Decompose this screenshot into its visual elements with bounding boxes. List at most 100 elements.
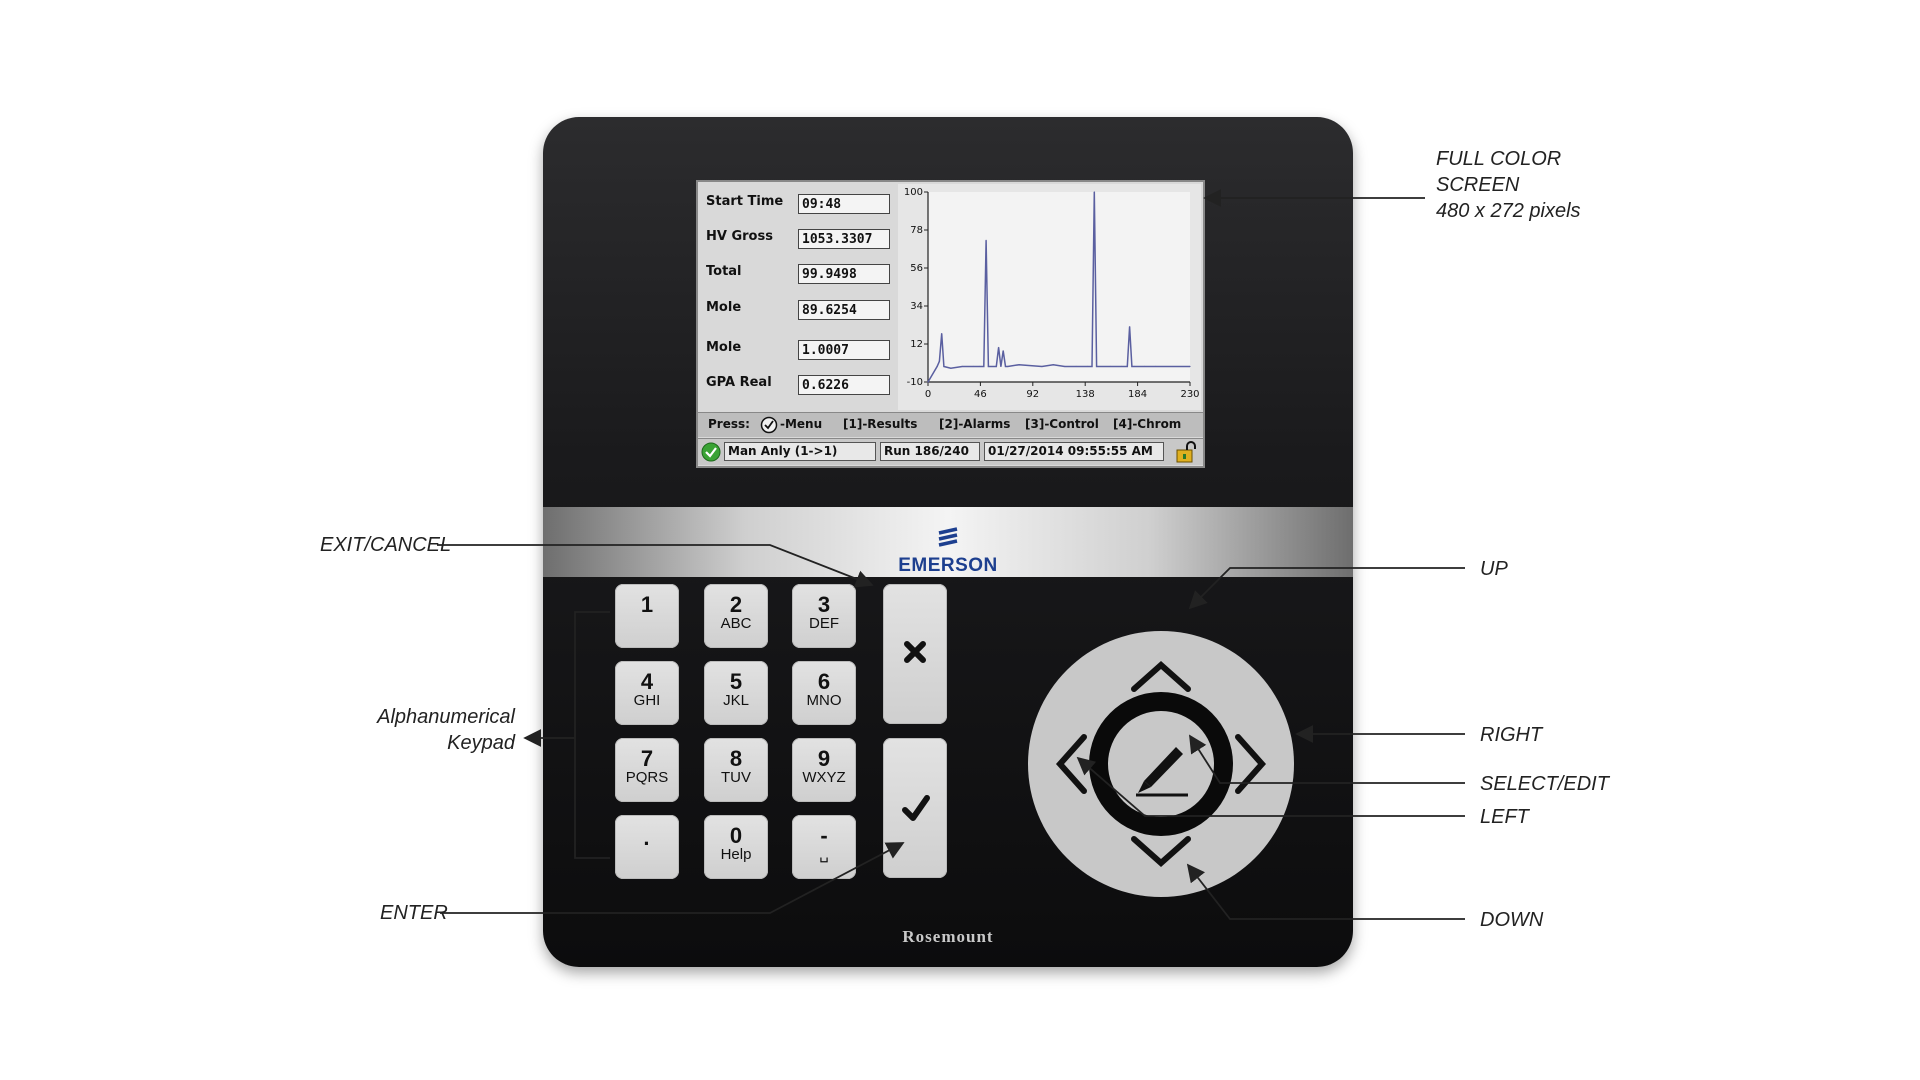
y-tick-label: 12 (910, 339, 923, 350)
chromatogram-point (1007, 365, 1009, 368)
field-label: Mole (706, 300, 742, 315)
key-main: · (643, 831, 651, 856)
key-sub: DEF (809, 615, 839, 632)
chromatogram-point (936, 365, 938, 368)
key-main: 9 (817, 746, 831, 771)
chromatogram-point (1131, 365, 1133, 368)
emerson-logo: EMERSON (888, 527, 1008, 577)
chromatogram-point (941, 333, 943, 335)
chromatogram-point (1052, 364, 1054, 366)
press-menu: -Menu (780, 417, 823, 431)
emerson-mark-icon (938, 527, 958, 547)
leader-enter (440, 842, 905, 914)
y-tick-label: 100 (904, 187, 923, 198)
leader-keypad-bracket (574, 611, 610, 859)
callout-down: DOWN (1480, 909, 1544, 931)
chromatogram-point (950, 367, 952, 369)
check-icon (902, 795, 930, 821)
chromatogram-point (1109, 365, 1111, 368)
navigation-pad (1028, 631, 1294, 897)
callout-screen-line3: 480 x 272 pixels (1436, 200, 1581, 222)
press-chrom: [4]-Chrom (1113, 417, 1182, 431)
chromatogram-point (1041, 365, 1043, 368)
press-alarms: [2]-Alarms (939, 417, 1011, 431)
chromatogram-point (1121, 365, 1123, 368)
check-circle-icon (760, 416, 778, 434)
exit-cancel-button[interactable] (883, 584, 947, 724)
leader-left (1076, 756, 1465, 817)
right-arrow-icon[interactable] (1235, 734, 1267, 794)
chromatogram-point (983, 365, 985, 368)
x-tick-label: 0 (925, 389, 931, 400)
x-tick-label: 230 (1180, 389, 1199, 400)
chromatogram-point (1095, 365, 1098, 368)
chromatogram-point (1093, 191, 1095, 193)
chromatogram-point (961, 365, 963, 368)
press-control: [3]-Control (1025, 417, 1099, 431)
press-results: [1]-Results (843, 417, 918, 431)
key-main: 3 (817, 592, 831, 617)
key-dash[interactable]: -␣ (792, 815, 856, 879)
x-tick-label: 138 (1076, 389, 1095, 400)
key-dot[interactable]: · (615, 815, 679, 879)
y-tick-label: 78 (910, 225, 923, 236)
rosemount-wordmark: Rosemount (902, 927, 994, 946)
up-arrow-icon[interactable] (1131, 660, 1191, 692)
callout-alpha-line2: Keypad (447, 732, 515, 754)
chromatogram-point (1064, 365, 1066, 368)
y-tick-label: -10 (907, 377, 923, 388)
key-sub: ␣ (819, 846, 829, 863)
chromatogram-point (1018, 364, 1020, 366)
field-value: 89.6254 (798, 300, 890, 320)
field-value: 1.0007 (798, 340, 890, 360)
callout-right: RIGHT (1480, 724, 1543, 746)
key-sub: TUV (721, 769, 751, 786)
field-label: Total (706, 264, 742, 279)
callout-enter: ENTER (380, 902, 448, 924)
key-1[interactable]: 1 (615, 584, 679, 648)
field-label: GPA Real (706, 375, 772, 390)
down-arrow-icon[interactable] (1131, 836, 1191, 868)
key-sub: Help (720, 846, 752, 863)
key-main: 2 (729, 592, 743, 617)
leader-down (1186, 863, 1465, 920)
lock-icon (1176, 441, 1196, 463)
callout-alphanumerical-keypad: Alphanumerical Keypad (372, 704, 515, 756)
chromatogram-point (995, 365, 997, 368)
field-value: 99.9498 (798, 264, 890, 284)
chromatogram-point (978, 365, 980, 368)
callout-select-edit: SELECT/EDIT (1480, 773, 1609, 795)
device-front-panel: Start Time 09:48 HV Gross 1053.3307 Tota… (543, 117, 1353, 967)
key-main: 0 (729, 823, 743, 848)
chromatogram-point (1126, 365, 1128, 368)
chromatogram-point (938, 360, 940, 362)
left-arrow-icon[interactable] (1055, 734, 1087, 794)
press-bar: Press: -Menu [1]-Results [2]-Alarms [3]-… (698, 412, 1203, 437)
callout-screen-line2: SCREEN (1436, 174, 1520, 196)
x-tick-label: 46 (974, 389, 987, 400)
key-sub: JKL (723, 692, 749, 709)
chromatogram-point (987, 365, 989, 368)
leader-up (1188, 567, 1465, 610)
field-value: 09:48 (798, 194, 890, 214)
chromatogram-point (1000, 365, 1002, 368)
chromatogram-point (943, 365, 945, 368)
pencil-icon[interactable] (1136, 747, 1188, 797)
leader-exit-cancel (437, 544, 874, 588)
x-icon (904, 641, 926, 663)
press-label: Press: (708, 417, 750, 431)
callout-screen-line1: FULL COLOR (1436, 148, 1562, 170)
key-sub: GHI (633, 692, 661, 709)
key-main: 5 (729, 669, 743, 694)
field-value: 1053.3307 (798, 229, 890, 249)
